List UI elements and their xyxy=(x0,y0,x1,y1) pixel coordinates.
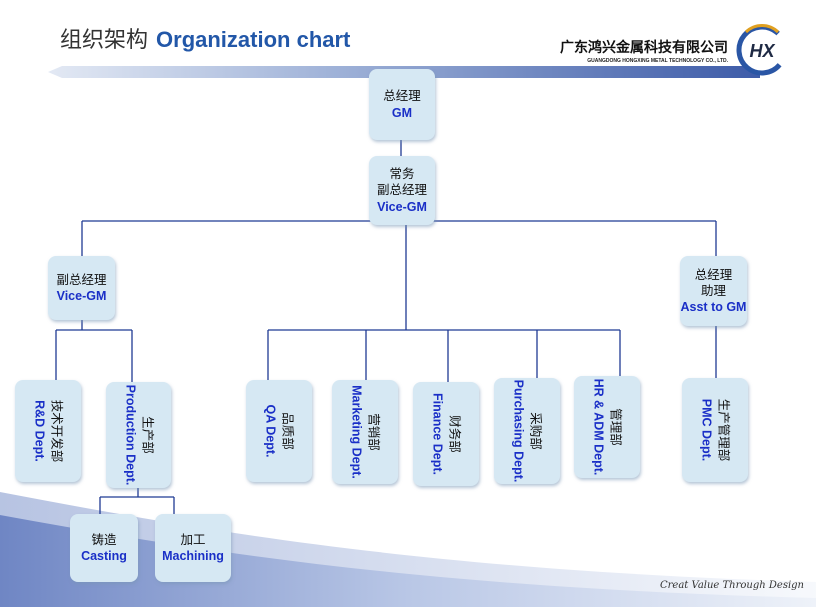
hr-adm-dept-label-en: HR & ADM Dept. xyxy=(592,378,606,476)
qa-dept-label-cn: 品质部 xyxy=(280,412,296,450)
gm-box: 总经理 GM xyxy=(369,69,435,140)
finance-dept-label-cn: 财务部 xyxy=(447,415,463,453)
asst-gm-label-cn1: 总经理 xyxy=(694,266,733,282)
title-en: Organization chart xyxy=(156,27,351,52)
vice-gm-left-box: 副总经理 Vice-GM xyxy=(48,256,115,320)
pmc-dept-label-en: PMC Dept. xyxy=(700,398,714,462)
casting-label-en: Casting xyxy=(81,549,127,563)
vice-gm-left-label-en: Vice-GM xyxy=(56,289,107,303)
vice-gm-top-box: 常务 副总经理 Vice-GM xyxy=(369,156,435,225)
vice-gm-top-label-en: Vice-GM xyxy=(377,199,427,214)
asst-gm-label-en: Asst to GM xyxy=(680,300,747,315)
marketing-dept-box: 营销部 Marketing Dept. xyxy=(332,380,398,484)
machining-label-en: Machining xyxy=(162,549,224,563)
asst-gm-box: 总经理 助理 Asst to GM xyxy=(680,256,747,326)
rd-dept-label-cn: 技术开发部 xyxy=(49,399,65,463)
production-dept-box: 生产部 Production Dept. xyxy=(106,382,171,488)
casting-label-cn: 铸造 xyxy=(91,531,117,547)
casting-box: 铸造 Casting xyxy=(70,514,138,582)
purchasing-dept-box: 采购部 Purchasing Dept. xyxy=(494,378,560,484)
company-name-en: GUANGDONG HONGXING METAL TECHNOLOGY CO.,… xyxy=(587,58,728,64)
page-title: 组织架构 Organization chart xyxy=(60,22,350,54)
gm-label-en: GM xyxy=(391,105,413,120)
machining-box: 加工 Machining xyxy=(155,514,231,582)
hr-adm-dept-box: 管理部 HR & ADM Dept. xyxy=(574,376,640,478)
marketing-dept-label-cn: 营销部 xyxy=(366,413,382,451)
qa-dept-label-en: QA Dept. xyxy=(264,404,278,458)
machining-label-cn: 加工 xyxy=(180,531,206,547)
company-name-cn: 广东鸿兴金属科技有限公司 xyxy=(560,40,728,56)
rd-dept-label-en: R&D Dept. xyxy=(33,400,47,462)
production-dept-label-en: Production Dept. xyxy=(123,384,138,486)
vice-gm-top-label-cn1: 常务 xyxy=(389,166,415,182)
company-name: 广东鸿兴金属科技有限公司 GUANGDONG HONGXING METAL TE… xyxy=(536,37,728,64)
title-cn: 组织架构 xyxy=(60,28,149,53)
pmc-dept-box: 生产管理部 PMC Dept. xyxy=(682,378,748,482)
marketing-dept-label-en: Marketing Dept. xyxy=(350,385,364,479)
production-dept-label-cn: 生产部 xyxy=(140,416,155,454)
qa-dept-box: 品质部 QA Dept. xyxy=(246,380,312,482)
company-logo-icon: HX xyxy=(736,24,788,76)
vice-gm-left-label-cn: 副总经理 xyxy=(56,271,107,287)
logo-text: HX xyxy=(749,41,775,61)
pmc-dept-label-cn: 生产管理部 xyxy=(716,398,732,462)
gm-label-cn: 总经理 xyxy=(383,88,421,104)
purchasing-dept-label-cn: 采购部 xyxy=(528,412,544,450)
footer-slogan: Creat Value Through Design xyxy=(660,580,804,591)
finance-dept-box: 财务部 Finance Dept. xyxy=(413,382,479,486)
hr-adm-dept-label-cn: 管理部 xyxy=(608,408,624,446)
rd-dept-box: 技术开发部 R&D Dept. xyxy=(15,380,81,482)
vice-gm-top-label-cn2: 副总经理 xyxy=(376,182,427,198)
asst-gm-label-cn2: 助理 xyxy=(700,282,726,298)
purchasing-dept-label-en: Purchasing Dept. xyxy=(512,379,526,483)
finance-dept-label-en: Finance Dept. xyxy=(431,393,445,475)
